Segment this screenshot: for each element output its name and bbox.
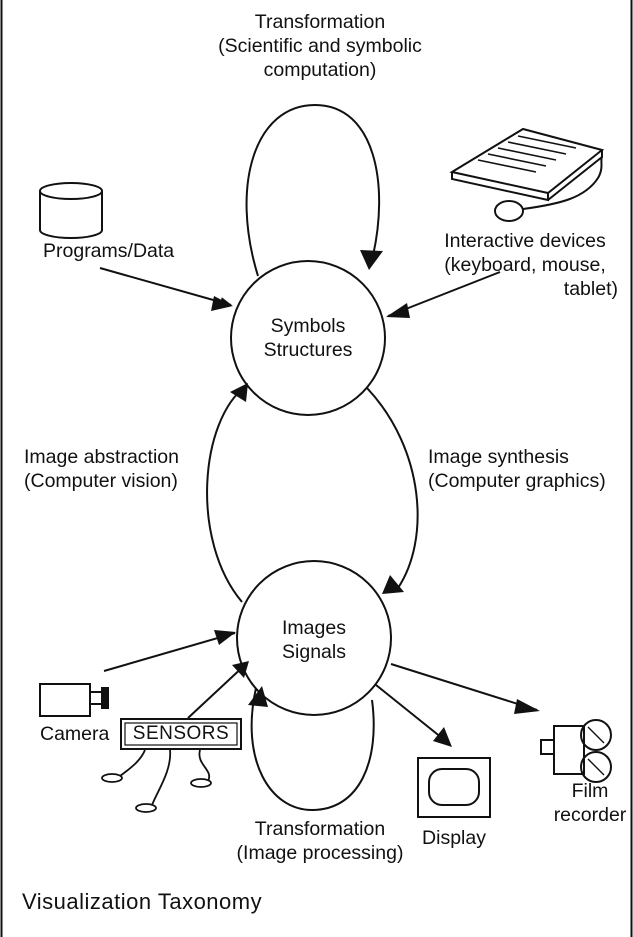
keyboard-mouse-icon	[449, 127, 605, 222]
sensors-arrow	[187, 663, 247, 719]
database-disk-icon	[39, 182, 103, 239]
symbols-structures-label: Symbols Structures	[238, 314, 378, 362]
top-transformation-loop	[245, 103, 381, 277]
top-transformation-line3: computation)	[263, 59, 377, 81]
images-signals-label: Images Signals	[244, 616, 384, 664]
camera-icon	[39, 683, 109, 717]
interactive-devices-line3: tablet)	[563, 278, 618, 300]
sensors-box	[120, 718, 242, 750]
display-label: Display	[422, 827, 486, 849]
sensors-label: SENSORS	[132, 723, 230, 744]
bottom-transformation-line1: Transformation	[254, 818, 386, 840]
sensors-arrowhead	[232, 661, 249, 678]
sensor-probes-icon	[101, 749, 212, 813]
image-synthesis-arrowhead	[382, 575, 404, 594]
film-recorder-arrow	[390, 663, 538, 711]
symbols-line: Symbols	[270, 315, 346, 337]
film-recorder-arrowhead	[514, 699, 540, 714]
bottom-loop-arrowhead	[248, 686, 268, 707]
images-signals-node	[236, 560, 392, 716]
image-abstraction-line2: (Computer vision)	[24, 470, 178, 492]
display-arrowhead	[433, 727, 452, 747]
image-synthesis-arc	[366, 387, 419, 589]
image-synthesis-line1: Image synthesis	[428, 446, 569, 468]
film-recorder-line2: recorder	[553, 804, 627, 826]
bottom-transformation-label: Transformation (Image processing)	[175, 817, 465, 865]
structures-line: Structures	[263, 339, 353, 361]
programs-data-arrow	[99, 267, 232, 307]
film-recorder-line1: Film	[571, 780, 609, 802]
interactive-devices-label: Interactive devices (keyboard, mouse, ta…	[420, 229, 630, 301]
camera-arrowhead	[214, 630, 236, 645]
top-transformation-line2: (Scientific and symbolic	[218, 35, 422, 57]
display-icon	[417, 757, 491, 818]
signals-line: Signals	[282, 641, 346, 663]
bottom-transformation-loop	[250, 687, 375, 812]
bottom-transformation-line2: (Image processing)	[236, 842, 404, 864]
interactive-devices-line1: Interactive devices	[444, 230, 606, 252]
symbols-structures-node	[230, 260, 386, 416]
programs-data-arrowhead	[211, 296, 233, 311]
programs-data-label: Programs/Data	[43, 240, 175, 262]
interactive-devices-line2: (keyboard, mouse,	[444, 254, 606, 276]
camera-label: Camera	[40, 723, 110, 745]
top-transformation-label: Transformation (Scientific and symbolic …	[170, 10, 470, 82]
image-synthesis-label: Image synthesis (Computer graphics)	[428, 445, 606, 493]
interactive-devices-arrowhead	[386, 303, 410, 318]
image-abstraction-arc	[206, 385, 247, 603]
top-transformation-line1: Transformation	[254, 11, 386, 33]
image-abstraction-arrowhead	[230, 383, 248, 402]
top-loop-arrowhead	[360, 250, 383, 270]
image-synthesis-line2: (Computer graphics)	[428, 470, 606, 492]
film-recorder-label: Film recorder	[548, 779, 632, 827]
film-recorder-icon	[540, 719, 612, 783]
camera-arrow	[103, 632, 236, 672]
image-abstraction-line1: Image abstraction	[24, 446, 180, 468]
image-abstraction-label: Image abstraction (Computer vision)	[24, 445, 179, 493]
images-line: Images	[282, 617, 346, 639]
display-arrow	[375, 684, 448, 743]
figure-caption: Visualization Taxonomy	[22, 889, 263, 914]
